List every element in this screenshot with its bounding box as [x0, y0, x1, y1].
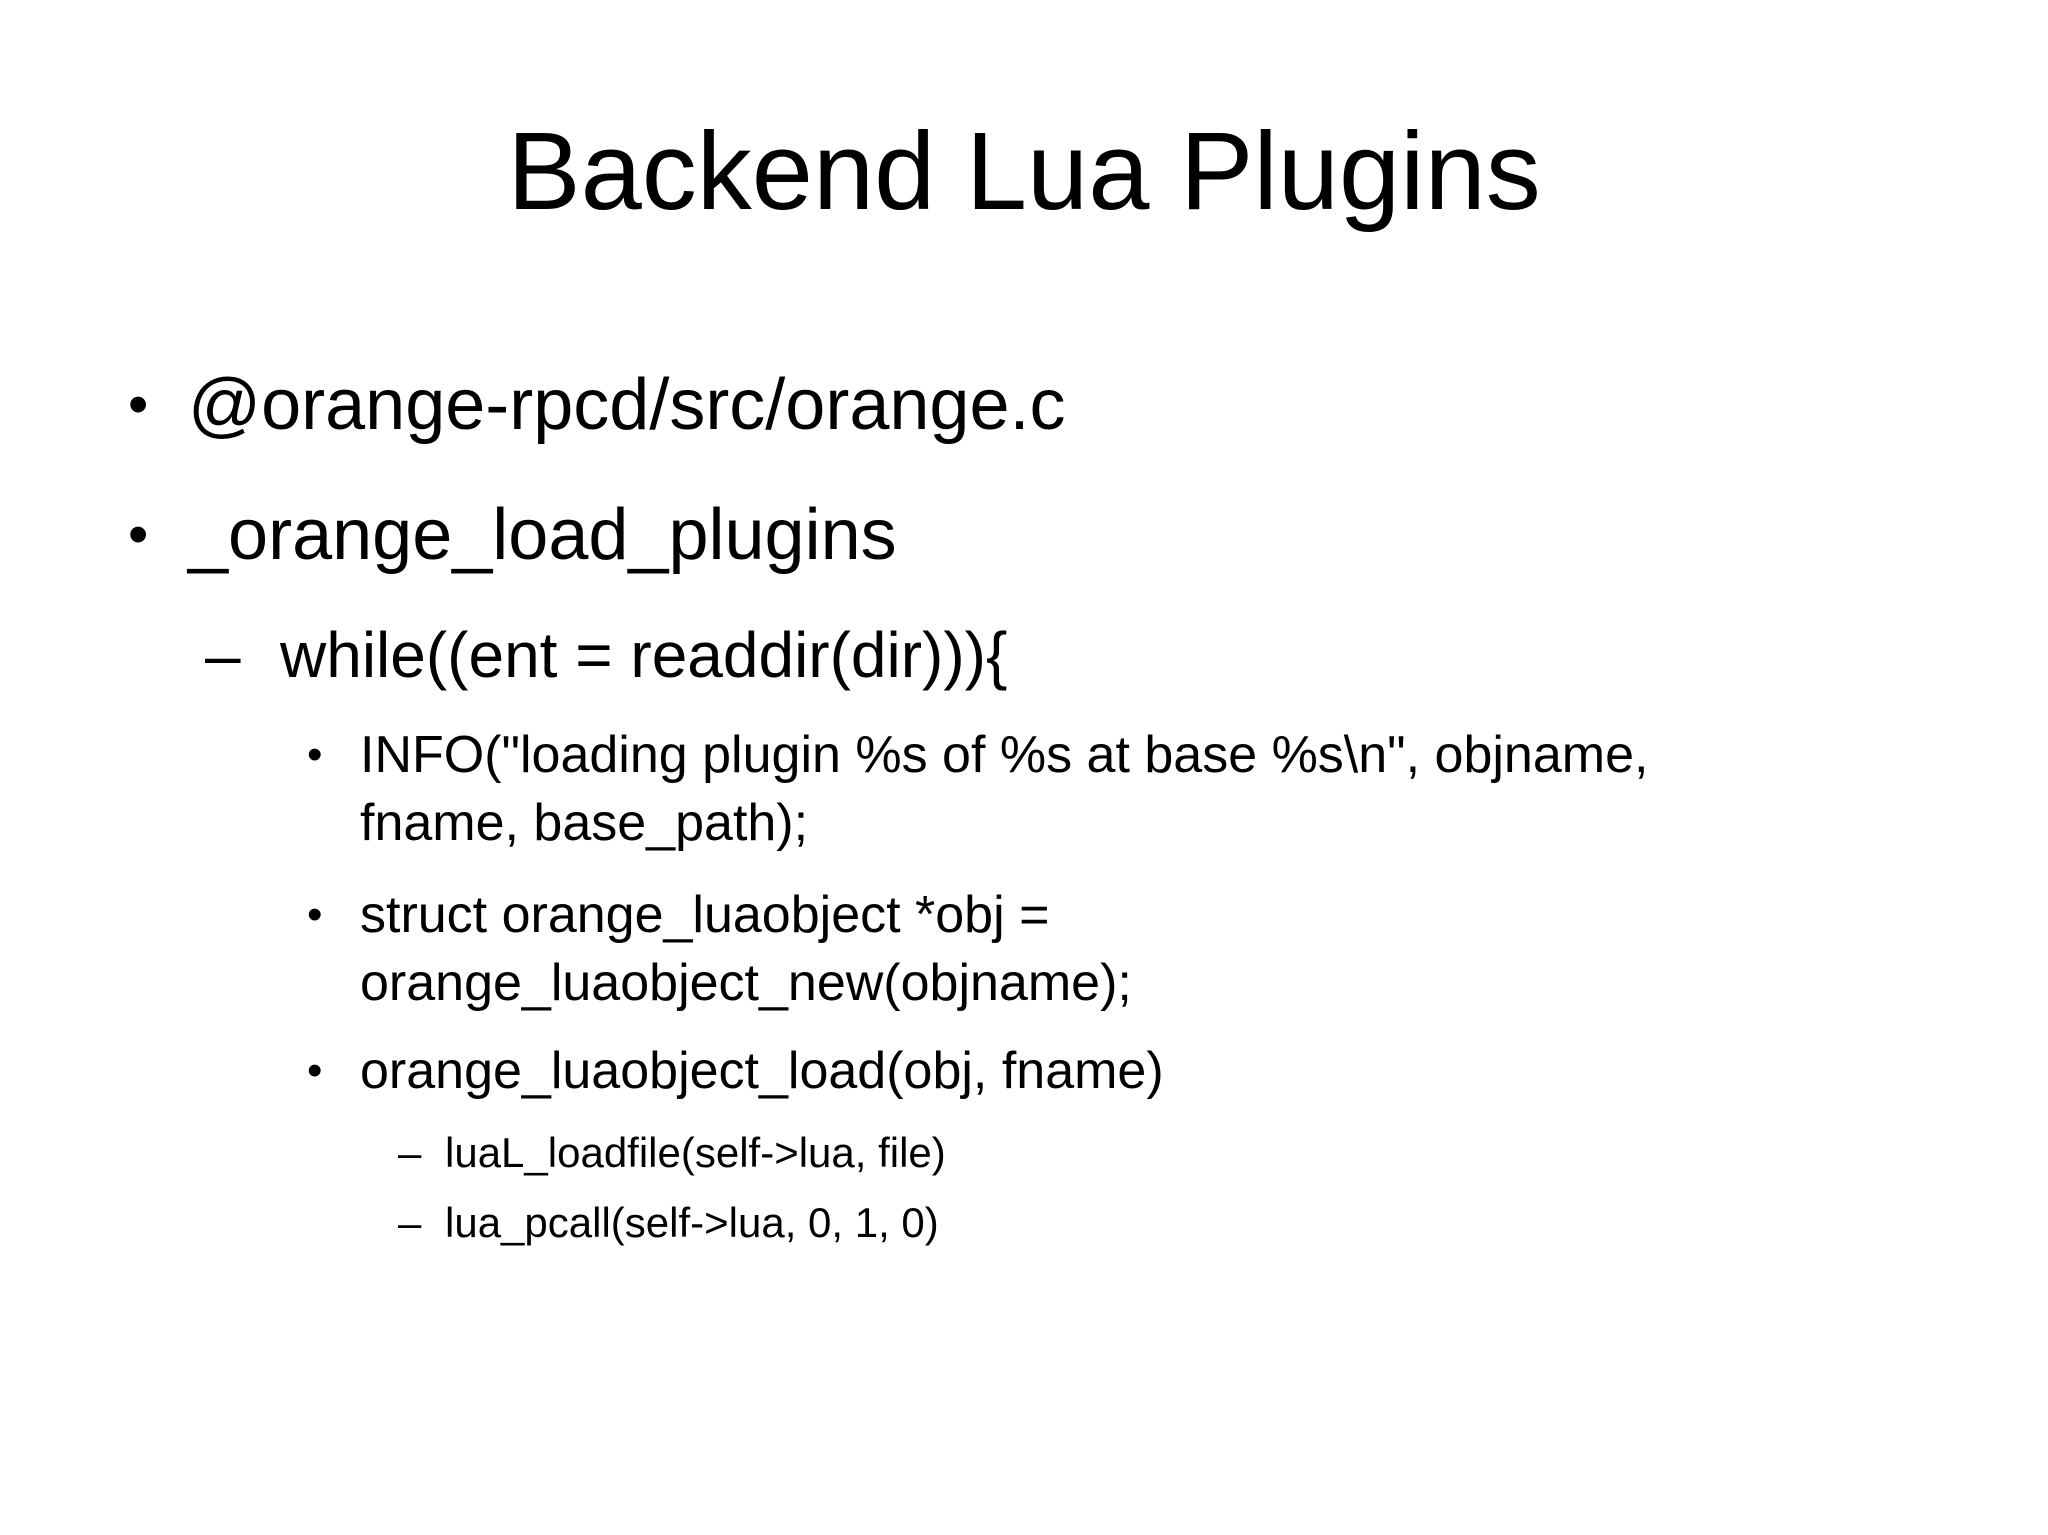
bullet-icon: • [128, 372, 149, 437]
bullet-line: luaL_loadfile(self->lua, file) [445, 1129, 946, 1176]
bullet-line: fname, base_path); [360, 794, 809, 852]
bullet-text: @orange-rpcd/src/orange.c [188, 360, 1968, 450]
bullet-icon: • [128, 502, 149, 567]
slide-body: • @orange-rpcd/src/orange.c • _orange_lo… [0, 360, 1968, 1251]
bullet-line: INFO("loading plugin %s of %s at base %s… [360, 726, 1649, 784]
bullet-icon: • [307, 1046, 323, 1095]
bullet-text: luaL_loadfile(self->lua, file) [445, 1125, 1968, 1181]
bullet-item-luaobject-load: • orange_luaobject_load(obj, fname) [0, 1037, 1968, 1105]
bullet-item-lua-pcall: – lua_pcall(self->lua, 0, 1, 0) [0, 1195, 1968, 1251]
bullet-line: lua_pcall(self->lua, 0, 1, 0) [445, 1199, 939, 1246]
bullet-icon: • [307, 890, 323, 939]
bullet-line: struct orange_luaobject *obj = [360, 886, 1050, 944]
bullet-line: orange_luaobject_load(obj, fname) [360, 1042, 1164, 1100]
dash-icon: – [398, 1199, 422, 1246]
slide-title: Backend Lua Plugins [507, 110, 1541, 233]
bullet-text: orange_luaobject_load(obj, fname) [360, 1037, 1968, 1105]
bullet-text: struct orange_luaobject *obj = orange_lu… [360, 881, 1968, 1017]
dash-icon: – [205, 619, 241, 691]
bullet-text: _orange_load_plugins [188, 490, 1968, 580]
bullet-line: @orange-rpcd/src/orange.c [188, 365, 1066, 445]
bullet-item-struct-luaobject: • struct orange_luaobject *obj = orange_… [0, 881, 1968, 1017]
bullet-text: while((ent = readdir(dir))){ [280, 614, 1968, 696]
bullet-text: lua_pcall(self->lua, 0, 1, 0) [445, 1195, 1968, 1251]
bullet-item-while-readdir: – while((ent = readdir(dir))){ [0, 614, 1968, 696]
bullet-item-orange-rpcd-path: • @orange-rpcd/src/orange.c [0, 360, 1968, 450]
dash-icon: – [398, 1129, 422, 1176]
bullet-item-orange-load-plugins: • _orange_load_plugins [0, 490, 1968, 580]
bullet-line: _orange_load_plugins [188, 495, 897, 575]
bullet-line: while((ent = readdir(dir))){ [280, 619, 1008, 691]
bullet-line: orange_luaobject_new(objname); [360, 954, 1132, 1012]
bullet-icon: • [307, 730, 323, 779]
bullet-item-lual-loadfile: – luaL_loadfile(self->lua, file) [0, 1125, 1968, 1181]
bullet-item-info-loading-plugin: • INFO("loading plugin %s of %s at base … [0, 721, 1968, 857]
bullet-text: INFO("loading plugin %s of %s at base %s… [360, 721, 1968, 857]
